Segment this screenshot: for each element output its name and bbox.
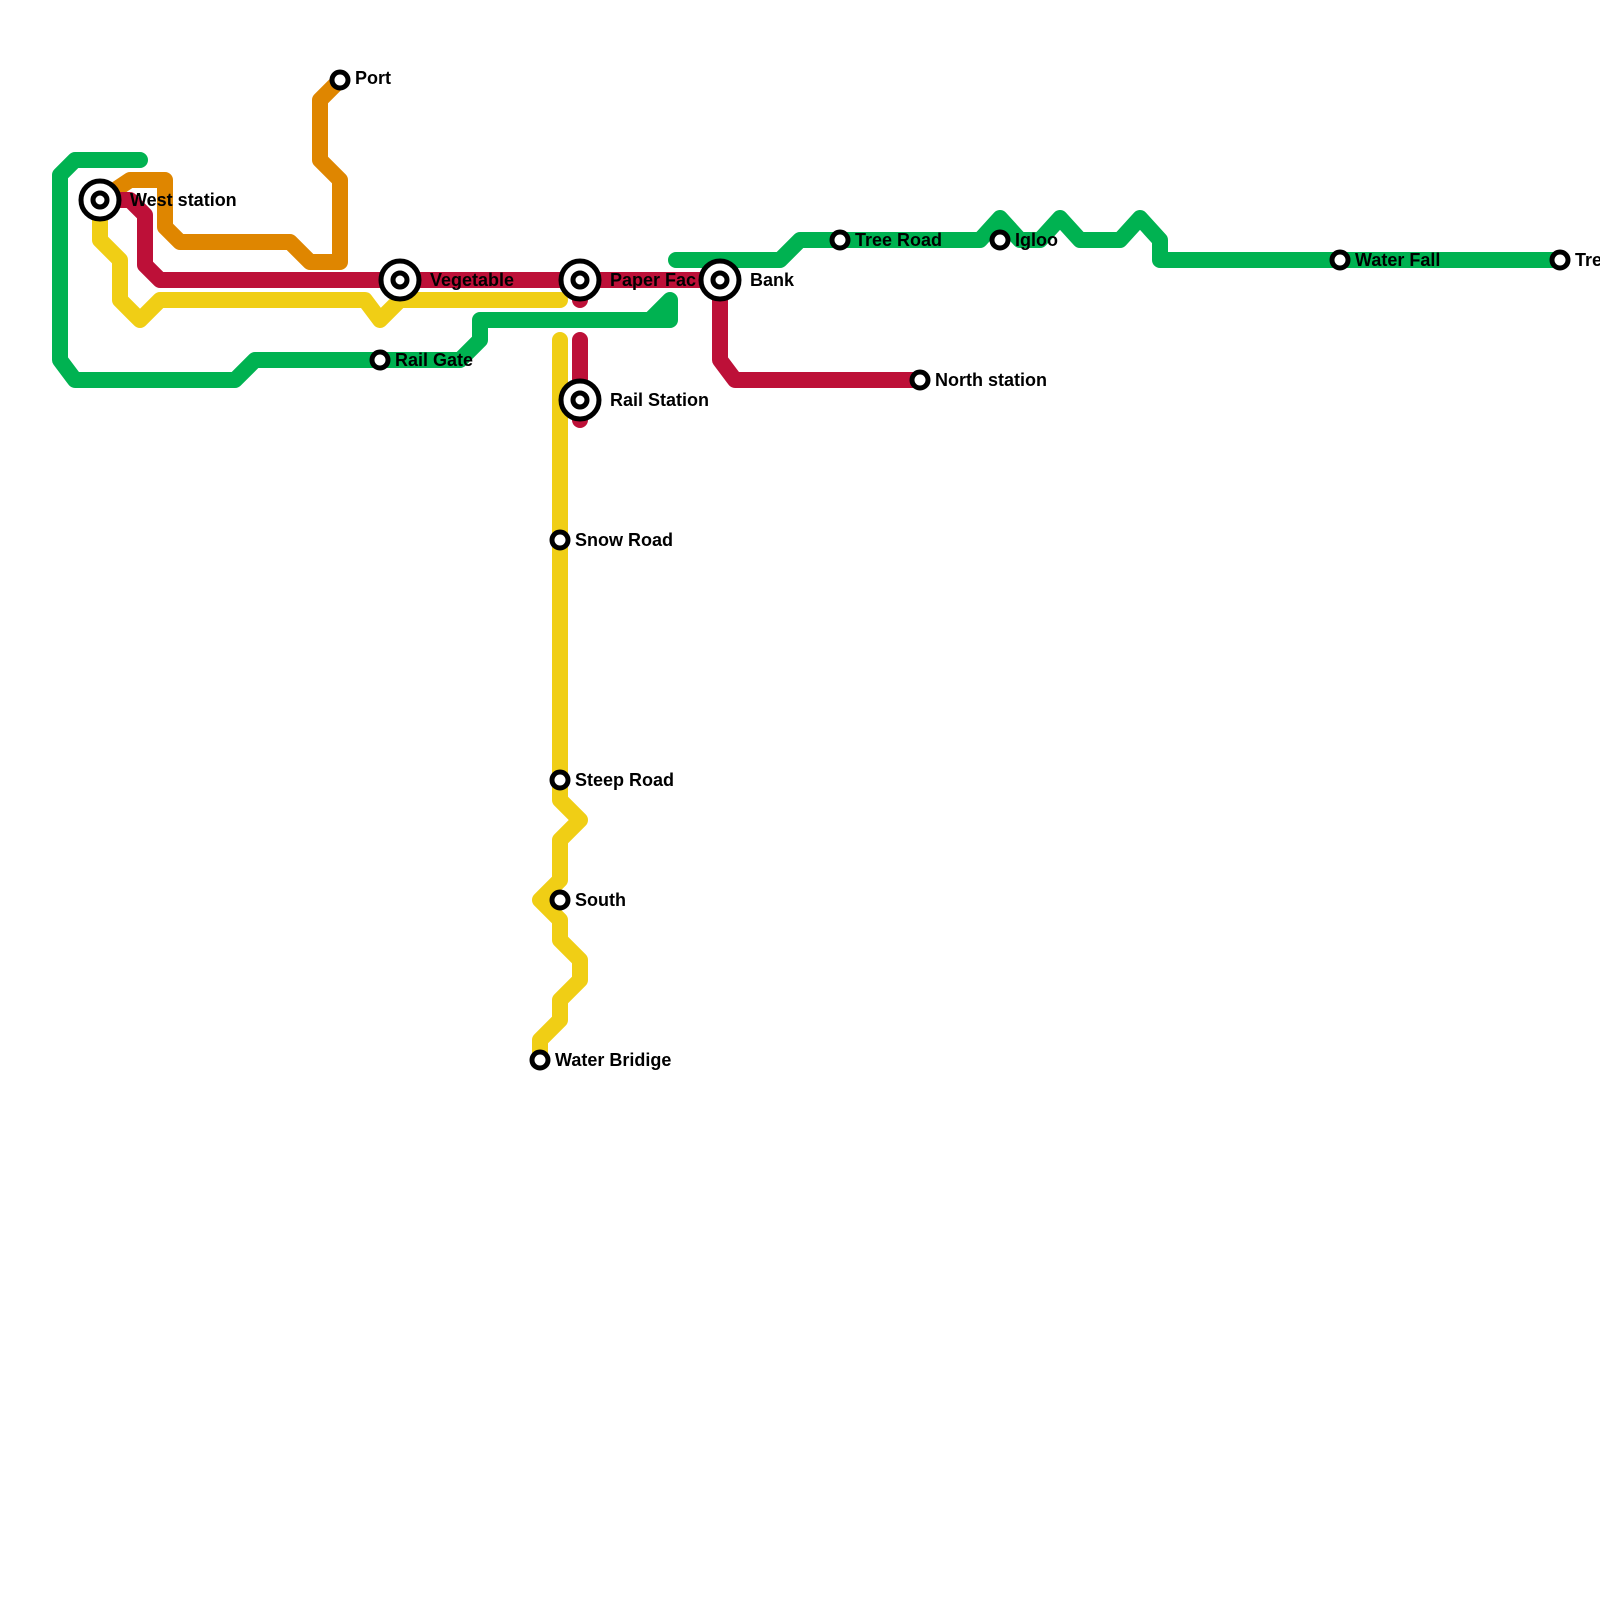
label-tree-far: Tre <box>1575 250 1600 270</box>
station-water-bridge[interactable] <box>529 1049 551 1071</box>
label-south: South <box>575 890 626 910</box>
label-rail-station: Rail Station <box>610 390 709 410</box>
station-tree-road[interactable] <box>829 229 851 251</box>
interchange-center <box>90 190 110 210</box>
interchange-center <box>390 270 410 290</box>
station-west-station[interactable] <box>78 178 122 222</box>
label-north-station: North station <box>935 370 1047 390</box>
label-paper-factory: Paper Fac <box>610 270 696 290</box>
orange-line <box>92 72 348 270</box>
station-water-fall[interactable] <box>1329 249 1351 271</box>
label-tree-road: Tree Road <box>855 230 942 250</box>
station-steep-road[interactable] <box>549 769 571 791</box>
label-rail-gate: Rail Gate <box>395 350 473 370</box>
station-north-station[interactable] <box>909 369 931 391</box>
label-vegetable: Vegetable <box>430 270 514 290</box>
station-bank[interactable] <box>698 258 742 302</box>
label-bank: Bank <box>750 270 795 290</box>
station-rail-station[interactable] <box>558 378 602 422</box>
label-water-bridge: Water Bridige <box>555 1050 671 1070</box>
station-tree-far[interactable] <box>1549 249 1571 271</box>
yellow-line-south <box>532 332 588 1068</box>
label-steep-road: Steep Road <box>575 770 674 790</box>
station-vegetable[interactable] <box>378 258 422 302</box>
label-snow-road: Snow Road <box>575 530 673 550</box>
station-rail-gate[interactable] <box>369 349 391 371</box>
yellow-line <box>92 192 568 328</box>
green-line <box>52 152 678 388</box>
station-igloo[interactable] <box>989 229 1011 251</box>
station-paper-factory[interactable] <box>558 258 602 302</box>
interchange-center <box>710 270 730 290</box>
station-snow-road[interactable] <box>549 529 571 551</box>
station-port[interactable] <box>329 69 351 91</box>
interchange-center <box>570 270 590 290</box>
red-line <box>92 192 928 388</box>
label-port: Port <box>355 68 391 88</box>
label-west-station: West station <box>130 190 237 210</box>
station-south[interactable] <box>549 889 571 911</box>
label-water-fall: Water Fall <box>1355 250 1440 270</box>
label-igloo: Igloo <box>1015 230 1058 250</box>
interchange-center <box>570 390 590 410</box>
